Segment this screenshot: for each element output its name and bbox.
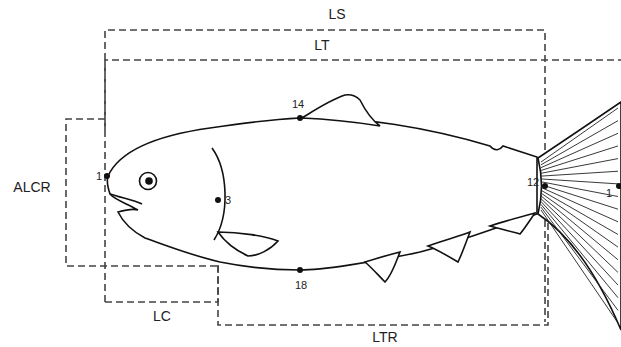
tail-fin: [538, 102, 621, 330]
callout-number: 1: [604, 188, 614, 199]
dimension-label: LS: [326, 7, 347, 21]
callout-number: 12: [525, 177, 541, 188]
anal-fin: [490, 213, 535, 234]
fin-ray: [541, 210, 618, 323]
fin-ray: [541, 171, 618, 176]
mouth: [110, 194, 142, 204]
fin-ray: [541, 202, 618, 286]
fin-ray: [541, 204, 618, 297]
fish-body: [107, 95, 537, 282]
dimension-label: LT: [312, 38, 331, 52]
fin-ray: [541, 179, 618, 184]
pectoral-fin: [218, 232, 278, 256]
body-outline: [107, 118, 537, 270]
dorsal-fin: [302, 95, 380, 126]
pelvic-fin: [365, 252, 400, 282]
operculum: [212, 148, 225, 240]
eye: [140, 173, 157, 190]
dimension-label: ALCR: [11, 180, 52, 194]
anal-fin: [428, 232, 470, 262]
fin-ray: [541, 199, 618, 273]
callout-number: 14: [290, 99, 306, 110]
fin-ray: [541, 108, 618, 162]
callout-number: 1: [94, 171, 104, 182]
callout-number: 18: [293, 280, 309, 291]
fin-ray: [541, 193, 618, 247]
fin-ray: [541, 159, 618, 174]
fin-ray: [541, 207, 618, 310]
fin-ray: [541, 146, 618, 171]
dimension-label: LTR: [370, 330, 399, 344]
pupil: [146, 178, 152, 184]
ls-bracket: [105, 30, 545, 322]
dimension-label: LC: [151, 309, 173, 323]
measurement-brackets: [66, 30, 621, 325]
fin-ray: [541, 196, 618, 260]
callout-number: 3: [223, 195, 233, 206]
landmark-points: [104, 115, 621, 273]
fin-ray: [541, 133, 618, 167]
fin-ray: [541, 187, 618, 221]
lt-bracket: [105, 60, 621, 130]
